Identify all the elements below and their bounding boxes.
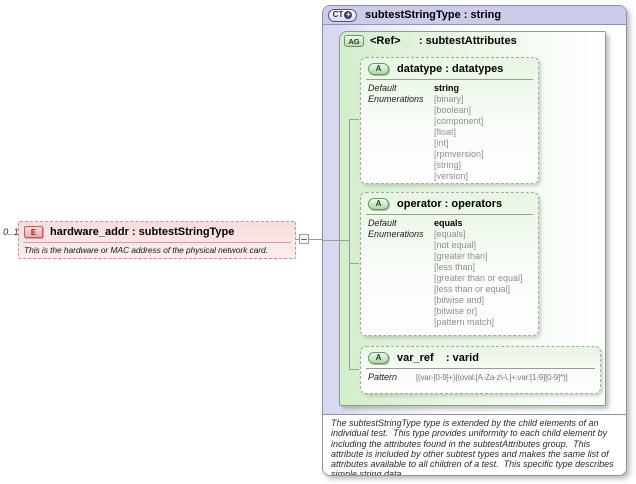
connector-stub [349,263,359,264]
enumeration-value: [version] [434,171,469,181]
enumeration-value: [equals] [434,229,466,239]
attribute-icon: A [368,62,389,75]
enumeration-value: [bitwise and] [434,295,485,305]
attribute-header: A operator : operators [361,193,538,214]
enumeration-value: [binary] [434,94,464,104]
complextype-icon: CT + [328,8,357,22]
element-icon: E [24,226,43,238]
divider [366,368,595,369]
attribute-icon: A [368,351,389,364]
complextype-annotation: The subtestStringType type is extended b… [323,414,626,475]
spacer [368,295,434,306]
enumeration-value: [string] [434,160,462,170]
spacer [368,127,434,138]
complextype-body: AG <Ref> : subtestAttributes A datatype … [323,25,626,414]
spacer [368,240,434,251]
pattern-label: Pattern [368,372,398,382]
spacer [368,149,434,160]
enumeration-value: [component] [434,116,484,126]
attribute-group-box[interactable]: AG <Ref> : subtestAttributes A datatype … [339,31,606,406]
connector-stub [349,119,359,120]
enumeration-value: [not equal] [434,240,477,250]
plus-icon: + [344,10,353,19]
complextype-icon-label: CT [332,10,344,19]
element-annotation: This is the hardware or MAC address of t… [24,245,268,255]
attribute-header: A datatype : datatypes [361,58,538,79]
attribute-title: operator : operators [397,197,503,210]
spacer [368,251,434,262]
connector-trunk [349,119,350,370]
connector-line [323,240,349,241]
enumeration-value: [pattern match] [434,317,495,327]
attribute-icon: A [368,197,389,210]
spacer [368,105,434,116]
divider [23,242,291,243]
minus-icon [301,238,307,240]
collapse-toggle[interactable] [299,234,309,244]
attribute-title: var_ref : varid [397,351,479,364]
pattern-value: [(var-[0-9]+)|(oval:[A-Za-z\-\.]+:var:[1… [416,373,568,382]
enumerations-label: Enumerations [368,94,424,104]
spacer [368,284,434,295]
complextype-subtestStringType-box[interactable]: CT + subtestStringType : string AG <Ref>… [322,5,627,476]
complextype-header: CT + subtestStringType : string [323,6,626,25]
attribute-header: A var_ref : varid [361,347,600,368]
attribute-operator-box[interactable]: A operator : operators Default equals En… [360,192,539,336]
enumeration-value: [less than] [434,262,476,272]
enumeration-value: [greater than] [434,251,488,261]
element-header: E hardware_addr : subtestStringType [19,222,295,242]
enumeration-value: [bitwise or] [434,306,478,316]
element-title: hardware_addr : subtestStringType [50,226,235,238]
spacer [368,160,434,171]
default-label: Default [368,83,397,93]
default-value: equals [434,218,463,228]
attribute-group-header: AG <Ref> : subtestAttributes [340,32,605,47]
enumeration-value: [boolean] [434,105,472,115]
default-value: string [434,83,460,93]
connector-stub [349,369,359,370]
spacer [368,116,434,127]
spacer [368,273,434,284]
spacer [368,306,434,317]
complextype-title: subtestStringType : string [365,9,502,21]
enumeration-value: [less than or equal] [434,284,511,294]
attribute-facets: Default equals Enumerations [equals] [no… [361,215,538,328]
attribute-datatype-box[interactable]: A datatype : datatypes Default string En… [360,57,539,184]
divider [366,79,533,80]
spacer [368,171,434,182]
cardinality-label: 0..1 [3,227,19,238]
attribute-var-ref-box[interactable]: A var_ref : varid Pattern [(var-[0-9]+)|… [360,346,601,394]
attribute-title: datatype : datatypes [397,62,504,75]
enumeration-value: [float] [434,127,457,137]
attribute-group-icon: AG [344,35,364,47]
attribute-facets: Pattern [(var-[0-9]+)|(oval:[A-Za-z\-\.]… [361,369,600,383]
enumeration-value: [int] [434,138,449,148]
enumeration-value: [greater than or equal] [434,273,523,283]
divider [366,214,533,215]
spacer [368,138,434,149]
spacer [368,317,434,328]
enumeration-value: [rpmversion] [434,149,484,159]
connector-line [296,239,323,240]
element-hardware-addr-box[interactable]: E hardware_addr : subtestStringType This… [18,221,296,259]
default-label: Default [368,218,397,228]
attribute-facets: Default string Enumerations [binary] [bo… [361,80,538,182]
spacer [368,262,434,273]
enumerations-label: Enumerations [368,229,424,239]
attribute-group-title: <Ref> : subtestAttributes [370,35,517,47]
